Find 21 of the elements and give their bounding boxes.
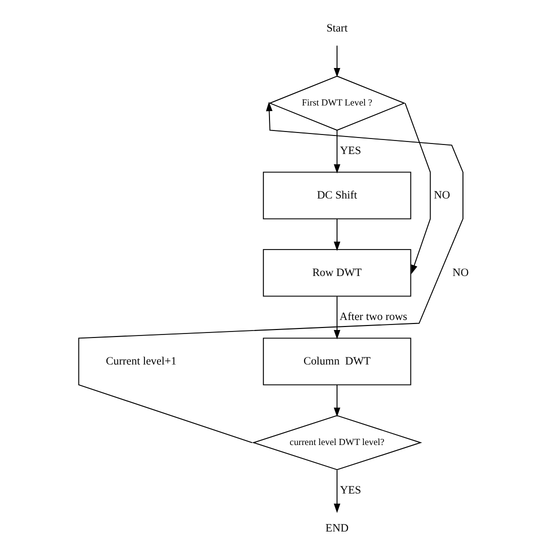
node-diamond: current level DWT level?	[251, 415, 422, 470]
arrow	[333, 218, 340, 251]
edge-label: After two rows	[339, 311, 407, 324]
arrow	[404, 102, 430, 274]
edge-label: NO	[433, 189, 450, 202]
arrow	[333, 45, 340, 78]
node-box: Row DWT	[262, 249, 411, 297]
edge-label: YES	[340, 484, 361, 497]
arrow	[333, 470, 340, 514]
node-text: END	[325, 522, 348, 534]
node-box: DC Shift	[262, 172, 411, 220]
arrow	[333, 296, 340, 340]
edge-label: YES	[340, 145, 361, 158]
node-box: Column DWT	[262, 338, 411, 386]
node-diamond: First DWT Level ?	[268, 76, 405, 131]
node-text: Start	[326, 22, 348, 34]
arrow	[78, 102, 463, 444]
edge-label: NO	[452, 266, 468, 279]
arrow	[333, 384, 340, 417]
label: Current level+1	[105, 355, 176, 368]
arrow	[333, 130, 340, 174]
